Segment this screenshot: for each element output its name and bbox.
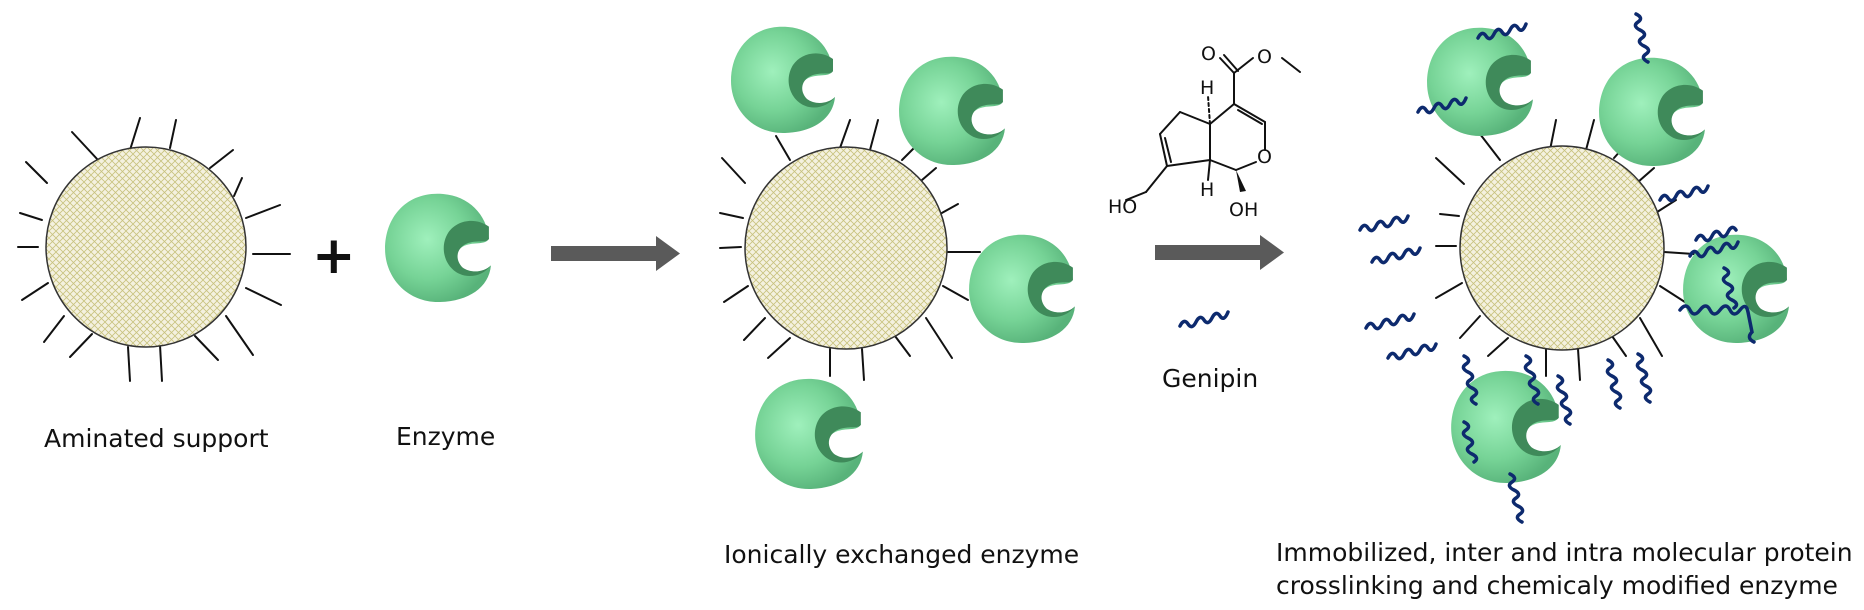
free-enzyme <box>385 193 491 303</box>
amine-spikes <box>719 119 981 381</box>
atom-o-carbonyl: O <box>1201 43 1216 65</box>
final-product-label-line2: crosslinking and chemicaly modified enzy… <box>1276 571 1838 600</box>
hydroxymethyl-group: HO <box>1108 196 1137 218</box>
final-product-label-line1: Immobilized, inter and intra molecular p… <box>1276 538 1853 567</box>
bound-enzyme-2 <box>899 56 1005 166</box>
genipin-label: Genipin <box>1162 364 1258 393</box>
enzyme-label: Enzyme <box>396 422 495 451</box>
aminated-support-label: Aminated support <box>44 424 269 453</box>
crosslinked-enzyme-3 <box>1683 234 1789 344</box>
genipin-chains <box>1358 12 1756 524</box>
atom-h-upper: H <box>1200 77 1214 99</box>
atom-o-ester: O <box>1257 46 1272 68</box>
genipin-chain-icon <box>1178 310 1230 329</box>
hydroxyl-group: OH <box>1229 199 1258 221</box>
aminated-support-bead <box>17 117 291 382</box>
bound-enzyme-4 <box>755 378 863 489</box>
plus-sign: + <box>312 226 356 286</box>
reaction-arrow-1 <box>551 236 680 271</box>
crosslinked-enzyme-1 <box>1427 27 1533 137</box>
crosslinked-enzyme-2 <box>1599 57 1705 167</box>
reaction-arrow-2 <box>1155 235 1284 270</box>
amine-spikes <box>17 117 291 382</box>
ionically-exchanged-bead <box>719 119 981 381</box>
bound-enzyme-3 <box>969 234 1075 344</box>
ionic-exchange-label: Ionically exchanged enzyme <box>724 540 1079 569</box>
bound-enzyme-1 <box>731 26 835 134</box>
genipin-structure <box>1125 54 1301 201</box>
crosslinked-bead <box>1435 119 1695 381</box>
atom-h-lower: H <box>1200 179 1214 201</box>
atom-o-ring: O <box>1257 146 1272 168</box>
amine-spikes <box>1435 119 1695 381</box>
